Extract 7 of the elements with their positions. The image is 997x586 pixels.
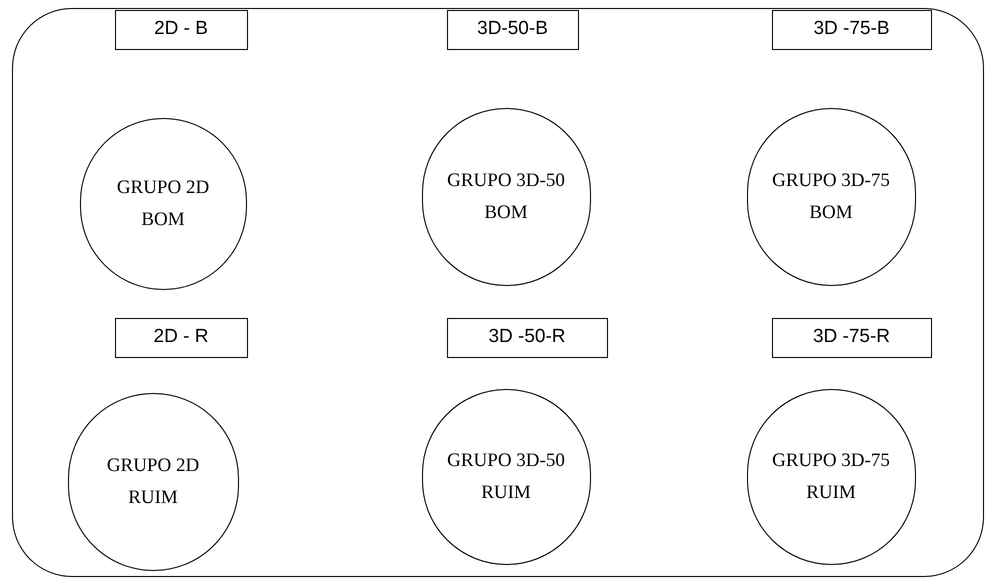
label-box: 2D - B [114,10,248,50]
label-box: 3D -75-B [772,10,932,50]
label-box: 3D-50-B [446,10,578,50]
rounded-frame [12,8,984,577]
label-box: 2D - R [114,318,248,358]
label-box: 3D -50-R [446,318,608,358]
label-box: 3D -75-R [772,318,932,358]
